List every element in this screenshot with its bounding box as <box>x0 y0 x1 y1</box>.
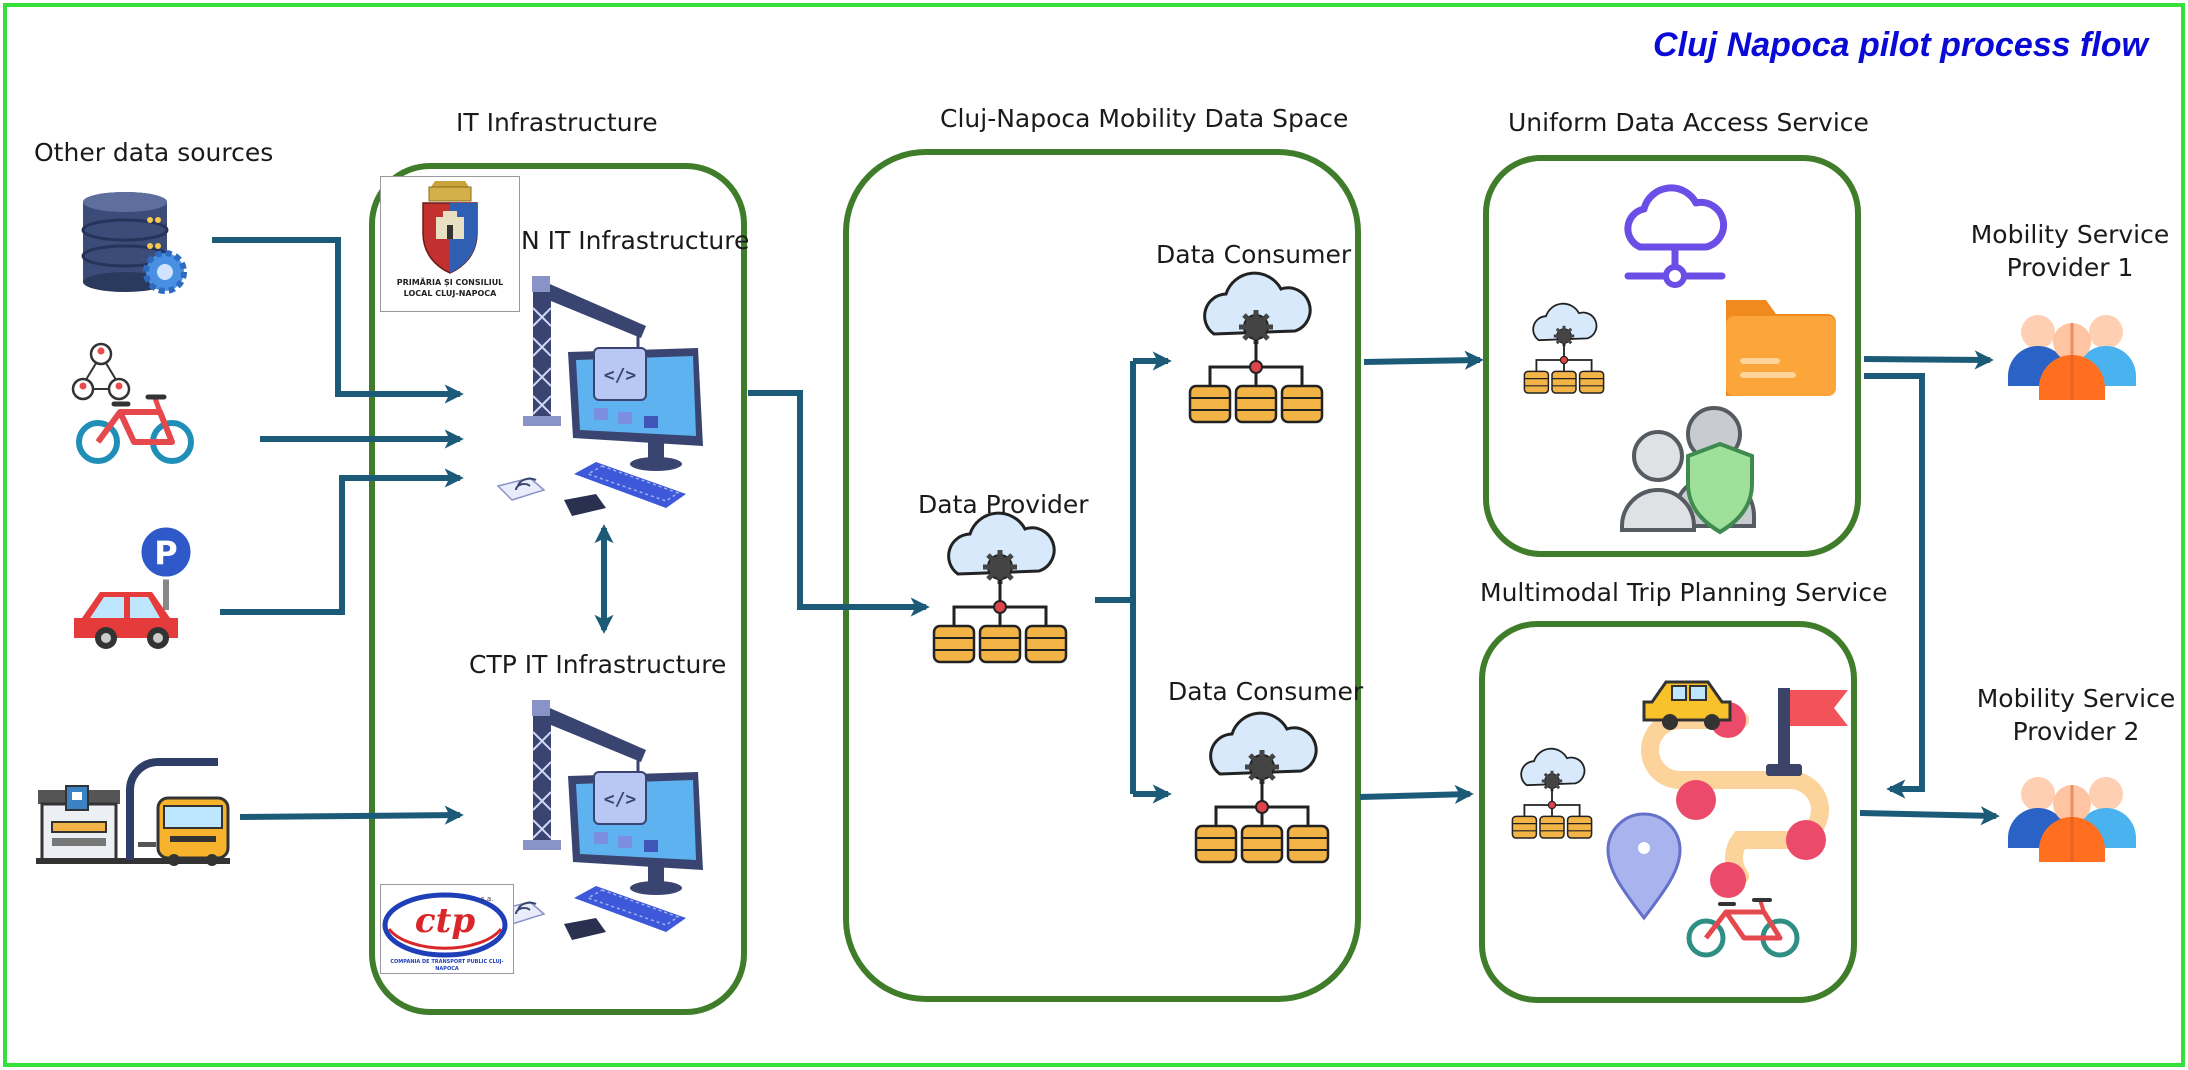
data-consumer-bottom-icon <box>1196 713 1328 862</box>
mobility-data-space-container <box>843 149 1361 1002</box>
provider-1-people-icon <box>2006 313 2138 402</box>
mcn-logo: PRIMĂRIA ȘI CONSILIUL LOCAL CLUJ-NAPOCA <box>380 176 520 312</box>
mcn-infrastructure-label: MCN IT Infrastructure <box>482 226 750 255</box>
bus-station-icon <box>36 758 230 866</box>
ctp-logo-caption: COMPANIA DE TRANSPORT PUBLIC CLUJ-NAPOCA <box>390 959 504 972</box>
flow-arrows <box>212 237 2000 826</box>
location-pin-icon <box>1606 812 1682 921</box>
provider-2-label: Mobility Service Provider 2 <box>1976 684 2176 746</box>
bicycle-icon <box>1686 898 1800 958</box>
it-infrastructure-label: IT Infrastructure <box>456 108 658 137</box>
ctp-logo: ctp s.a. COMPANIA DE TRANSPORT PUBLIC CL… <box>380 884 514 974</box>
it-infrastructure-container <box>369 163 747 1015</box>
uniform-access-container <box>1483 155 1861 557</box>
ctp-logo-text: ctp <box>414 901 476 941</box>
provider-2-people-icon <box>2006 775 2138 864</box>
mcn-crest-icon <box>422 181 478 274</box>
ctp-logo-sa: s.a. <box>481 895 494 903</box>
mobility-data-space-label: Cluj-Napoca Mobility Data Space <box>940 104 1349 133</box>
mcn-computer-icon <box>496 274 705 518</box>
data-provider-label: Data Provider <box>918 490 1089 519</box>
cloud-network-icon <box>1624 184 1728 288</box>
ctp-infrastructure-label: CTP IT Infrastructure <box>469 650 727 679</box>
uniform-dbcloud-icon <box>1522 302 1606 395</box>
multimodal-dbcloud-icon <box>1510 747 1594 840</box>
multimodal-label: Multimodal Trip Planning Service <box>1480 578 1888 607</box>
car-icon <box>1642 680 1732 730</box>
data-consumer-bottom-label: Data Consumer <box>1168 677 1364 706</box>
uniform-access-label: Uniform Data Access Service <box>1508 108 1869 137</box>
data-provider-icon <box>934 513 1066 662</box>
diagram-title: Cluj Napoca pilot process flow <box>1653 26 2148 64</box>
parking-car-icon: P <box>74 524 194 649</box>
data-consumer-top-icon <box>1190 273 1322 422</box>
other-sources-label: Other data sources <box>34 138 274 167</box>
database-gear-icon <box>81 192 187 294</box>
svg-text:P: P <box>154 534 177 572</box>
ctp-computer-icon <box>496 698 705 942</box>
outer-frame <box>3 3 2185 1067</box>
bike-sharing-icon <box>71 342 194 464</box>
security-users-icon <box>1620 406 1756 535</box>
folder-icon <box>1726 300 1836 396</box>
multimodal-container <box>1479 621 1857 1003</box>
provider-1-label: Mobility Service Provider 1 <box>1970 220 2170 282</box>
flag-icon <box>1766 688 1848 776</box>
mcn-logo-caption: PRIMĂRIA ȘI CONSILIUL LOCAL CLUJ-NAPOCA <box>396 278 504 298</box>
ctp-ellipse-icon <box>382 892 508 958</box>
data-consumer-top-label: Data Consumer <box>1156 240 1352 269</box>
